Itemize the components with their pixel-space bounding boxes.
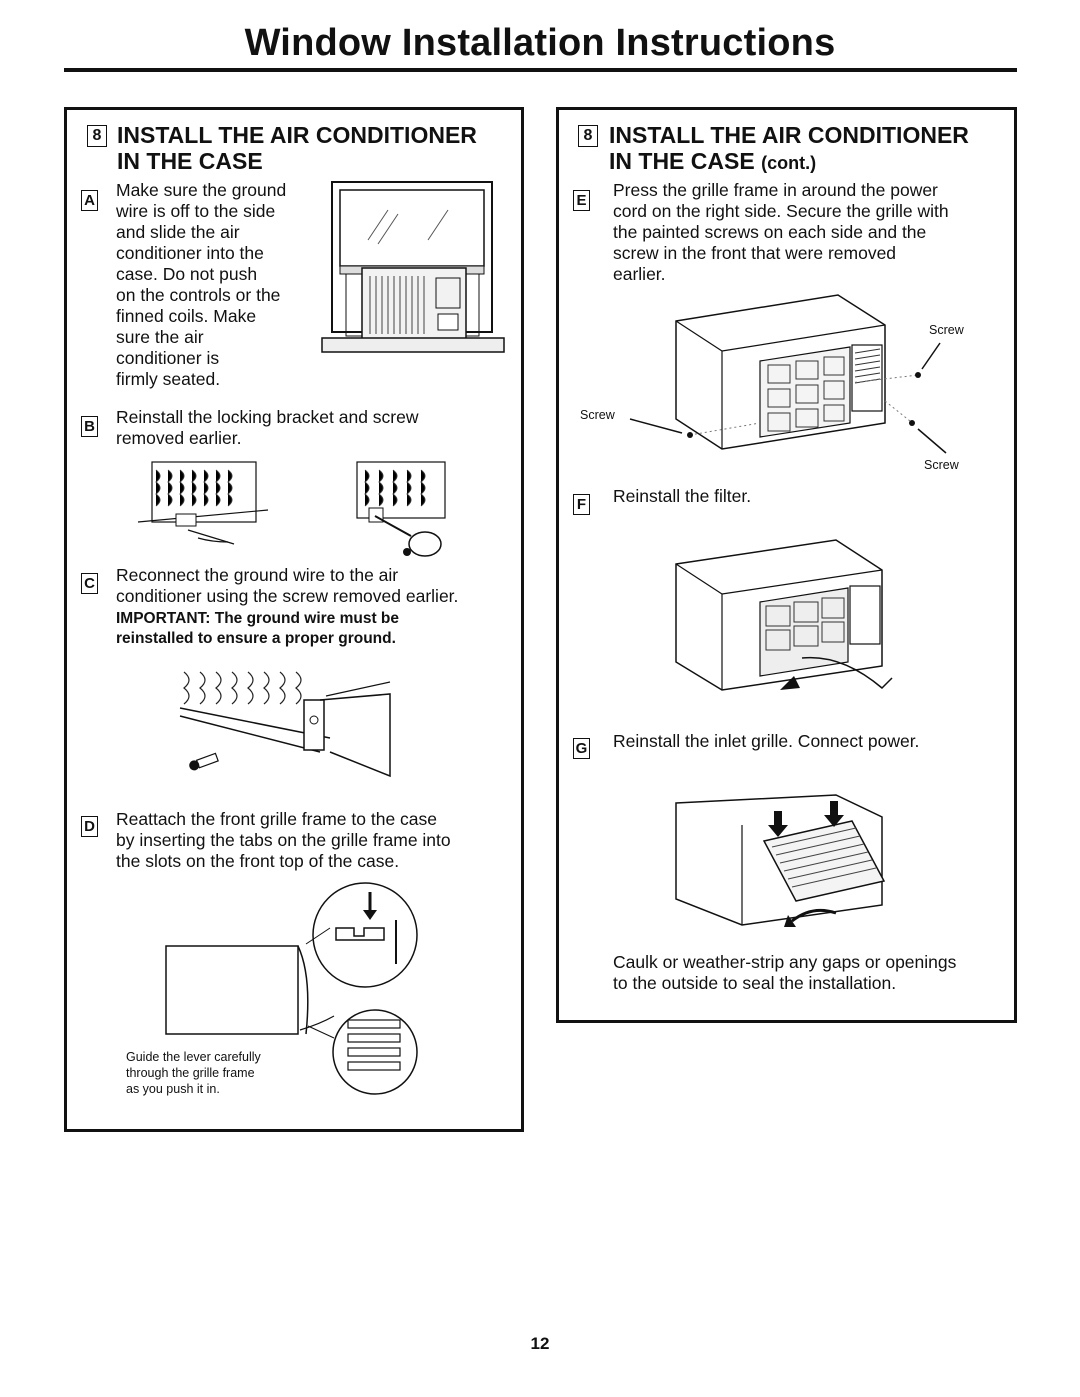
important-note: IMPORTANT: The ground wire must be reins… xyxy=(116,609,399,649)
step-letter-b: B xyxy=(81,416,98,437)
text-line: on the controls or the xyxy=(116,285,281,305)
heading-line: IN THE CASE xyxy=(117,148,263,174)
text-line: case. Do not push xyxy=(116,264,258,284)
page-number: 12 xyxy=(530,1334,550,1353)
figure-caption: Guide the lever carefully through the gr… xyxy=(126,1049,261,1097)
section-heading: INSTALL THE AIR CONDITIONER IN THE CASE … xyxy=(609,122,969,176)
screwdriver-illustration xyxy=(356,461,446,557)
grille-frame-illustration xyxy=(165,882,418,1095)
text-line: and slide the air xyxy=(116,222,240,242)
text-line: Make sure the ground xyxy=(116,180,287,200)
step-letter-a: A xyxy=(81,190,98,211)
text-line: earlier. xyxy=(613,264,666,284)
screw-label: Screw xyxy=(929,323,964,337)
heading-suffix: (cont.) xyxy=(761,153,817,173)
text-line: firmly seated. xyxy=(116,369,221,389)
step-a-text: Make sure the ground wire is off to the … xyxy=(116,180,286,390)
step-c-text: Reconnect the ground wire to the air con… xyxy=(116,565,458,607)
text-line: Reconnect the ground wire to the air xyxy=(116,565,399,585)
text-line: conditioner into the xyxy=(116,243,264,263)
step-d-text: Reattach the front grille frame to the c… xyxy=(116,809,451,872)
window-ac-illustration xyxy=(321,181,505,353)
heading-line: INSTALL THE AIR CONDITIONER xyxy=(117,122,477,148)
text-line: Caulk or weather-strip any gaps or openi… xyxy=(613,952,957,972)
page-title: Window Installation Instructions xyxy=(244,22,836,64)
text-line: Press the grille frame in around the pow… xyxy=(613,180,938,200)
right-panel xyxy=(556,107,1017,1023)
locking-bracket-illustration xyxy=(137,461,269,545)
text-line: IMPORTANT: The ground wire must be xyxy=(116,610,400,627)
caption-line: Guide the lever carefully xyxy=(126,1050,261,1064)
heading-line: INSTALL THE AIR CONDITIONER xyxy=(609,122,969,148)
text-line: sure the air xyxy=(116,327,204,347)
step-letter-d: D xyxy=(81,816,98,837)
text-line: wire is off to the side xyxy=(116,201,276,221)
text-line: removed earlier. xyxy=(116,428,242,448)
text-line: to the outside to seal the installation. xyxy=(613,973,897,993)
filter-illustration xyxy=(675,539,893,691)
caption-line: through the grille frame xyxy=(126,1066,255,1080)
step-letter-f: F xyxy=(573,494,590,515)
ground-wire-illustration xyxy=(179,671,391,778)
caulk-note: Caulk or weather-strip any gaps or openi… xyxy=(613,952,956,994)
heading-line: IN THE CASE xyxy=(609,148,755,174)
text-line: screw in the front that were removed xyxy=(613,243,897,263)
screw-label: Screw xyxy=(580,408,615,422)
text-line: by inserting the tabs on the grille fram… xyxy=(116,830,451,850)
text-line: reinstalled to ensure a proper ground. xyxy=(116,630,396,647)
text-line: the slots on the front top of the case. xyxy=(116,851,400,871)
step-letter-c: C xyxy=(81,573,98,594)
text-line: cord on the right side. Secure the grill… xyxy=(613,201,949,221)
left-panel xyxy=(64,107,524,1132)
text-line: Reattach the front grille frame to the c… xyxy=(116,809,437,829)
text-line: finned coils. Make xyxy=(116,306,257,326)
step-letter-e: E xyxy=(573,190,590,211)
inlet-grille-illustration xyxy=(675,794,886,927)
step-e-text: Press the grille frame in around the pow… xyxy=(613,180,949,285)
step-number-badge: 8 xyxy=(578,125,598,147)
screw-label: Screw xyxy=(924,458,959,472)
step-number-badge: 8 xyxy=(87,125,107,147)
ac-unit-screws-illustration xyxy=(629,294,947,454)
section-heading: INSTALL THE AIR CONDITIONER IN THE CASE xyxy=(117,122,477,174)
text-line: conditioner using the screw removed earl… xyxy=(116,586,459,606)
text-line: conditioner is xyxy=(116,348,220,368)
text-line: the painted screws on each side and the xyxy=(613,222,927,242)
step-b-text: Reinstall the locking bracket and screw … xyxy=(116,407,419,449)
title-divider xyxy=(64,68,1017,72)
step-f-text: Reinstall the filter. xyxy=(613,486,752,506)
step-g-text: Reinstall the inlet grille. Connect powe… xyxy=(613,731,920,751)
text-line: Reinstall the locking bracket and screw xyxy=(116,407,419,427)
step-letter-g: G xyxy=(573,738,590,759)
caption-line: as you push it in. xyxy=(126,1082,220,1096)
